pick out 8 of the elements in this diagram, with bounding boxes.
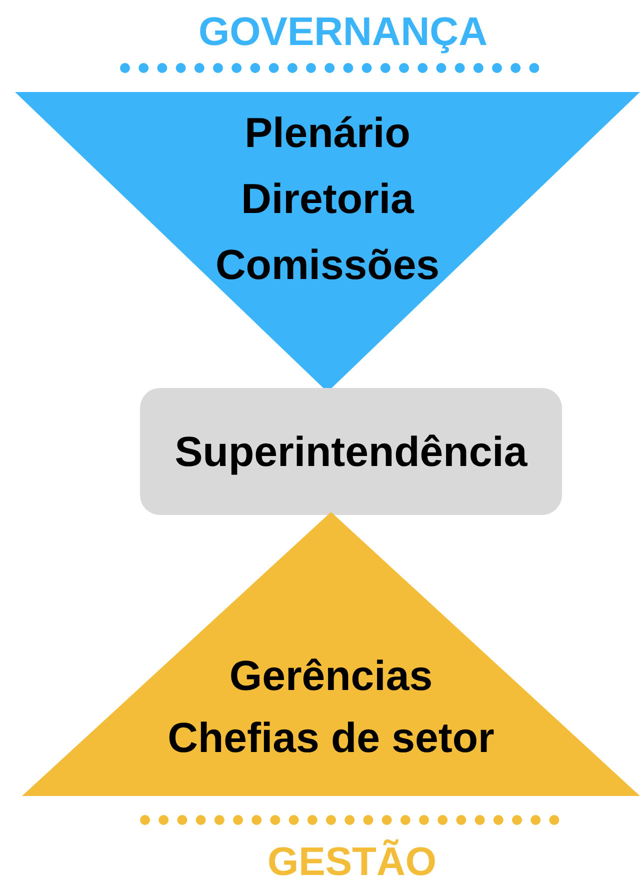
- node-label: Plenário: [244, 108, 410, 158]
- node-label: Chefias de setor: [168, 713, 494, 763]
- node-label: Gerências: [229, 651, 433, 701]
- section-heading: GESTÃO: [268, 840, 436, 883]
- section-heading: GOVERNANÇA: [198, 10, 488, 55]
- node-label: Superintendência: [174, 427, 528, 477]
- node-label: Diretoria: [241, 174, 414, 224]
- node-label: Comissões: [215, 240, 440, 290]
